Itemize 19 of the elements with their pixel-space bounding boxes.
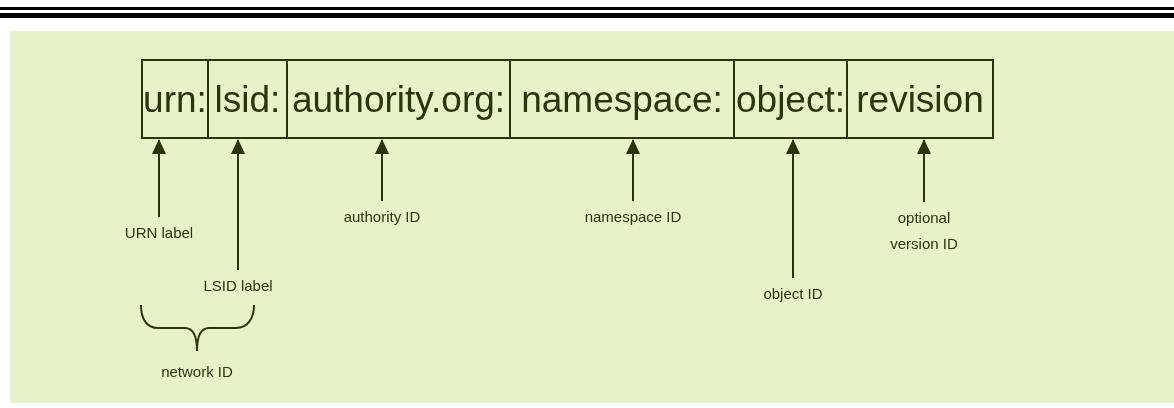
segment-box: namespace: (509, 59, 735, 139)
part-label: LSID label (188, 273, 288, 299)
segment-box: revision (846, 59, 994, 139)
arrow (917, 139, 931, 203)
part-label: namespace ID (568, 204, 698, 230)
segment-box: urn: (141, 59, 209, 139)
part-label: object ID (743, 281, 843, 307)
arrow (626, 139, 640, 202)
arrow (375, 139, 389, 202)
arrow (152, 139, 166, 218)
part-label: authority ID (322, 204, 442, 230)
brace-label: network ID (160, 362, 234, 382)
segment-box: object: (733, 59, 848, 139)
segment-box: authority.org: (286, 59, 511, 139)
part-label: URN label (109, 220, 209, 246)
arrow (231, 139, 245, 271)
part-label: optional version ID (884, 205, 964, 257)
arrow (786, 139, 800, 279)
segment-box: lsid: (207, 59, 288, 139)
